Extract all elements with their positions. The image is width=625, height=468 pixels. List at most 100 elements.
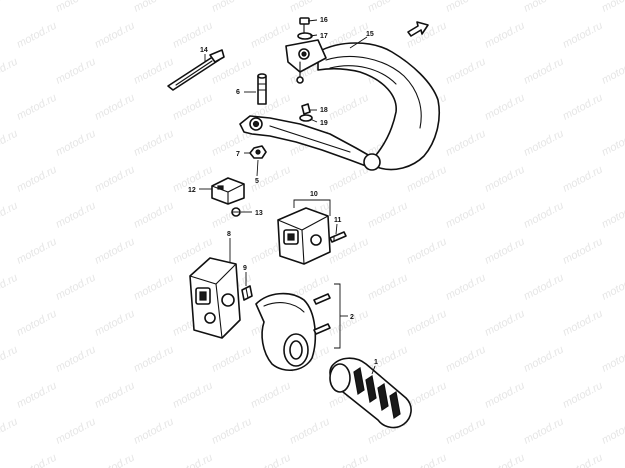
watermark-text: motod.ru <box>288 416 332 447</box>
part-15-hand-guard <box>285 17 440 171</box>
watermark-text: motod.ru <box>444 200 488 231</box>
watermark-text: motod.ru <box>15 236 59 267</box>
watermark-text: motod.ru <box>522 128 566 159</box>
watermark-text: motod.ru <box>327 164 371 195</box>
watermark-text: motod.ru <box>132 344 176 375</box>
callout-1: 1 <box>374 359 378 366</box>
watermark-text: motod.ru <box>54 416 98 447</box>
watermark-text: motod.ru <box>327 92 371 123</box>
watermark-text: motod.ru <box>93 236 137 267</box>
part-7-nut <box>249 145 267 159</box>
watermark-text: motod.ru <box>132 128 176 159</box>
watermark-text: motod.ru <box>0 272 20 303</box>
watermark-text: motod.ru <box>561 380 605 411</box>
watermark-text: motod.ru <box>444 128 488 159</box>
watermark-text: motod.ru <box>522 56 566 87</box>
part-1-grip <box>329 357 412 429</box>
callout-8: 8 <box>227 231 231 238</box>
watermark-text: motod.ru <box>405 452 449 468</box>
watermark-text: motod.ru <box>210 344 254 375</box>
watermark-text: motod.ru <box>522 272 566 303</box>
watermark-text: motod.ru <box>483 164 527 195</box>
watermark-text: motod.ru <box>561 236 605 267</box>
watermark-text: motod.ru <box>210 0 254 15</box>
watermark-text: motod.ru <box>249 380 293 411</box>
part-5-lever <box>239 115 381 171</box>
watermark-text: motod.ru <box>366 200 410 231</box>
part-2-throttle-housing <box>255 292 331 371</box>
watermark-text: motod.ru <box>327 452 371 468</box>
watermark-text: motod.ru <box>522 200 566 231</box>
watermark-text: motod.ru <box>15 164 59 195</box>
watermark-text: motod.ru <box>249 452 293 468</box>
watermark-text: motod.ru <box>54 344 98 375</box>
watermark-text: motod.ru <box>288 0 332 15</box>
callout-labels: 16 17 15 14 6 18 19 7 5 12 10 13 11 8 9 … <box>188 17 378 366</box>
callout-14: 14 <box>200 47 208 54</box>
part-11-screw <box>329 231 347 243</box>
watermark-text: motod.ru <box>444 344 488 375</box>
watermark-text: motod.ru <box>132 272 176 303</box>
watermark-text: motod.ru <box>366 272 410 303</box>
watermark-text: motod.ru <box>522 344 566 375</box>
watermark-text: motod.ru <box>15 92 59 123</box>
watermark-text: motod.ru <box>405 164 449 195</box>
watermark-text: motod.ru <box>405 236 449 267</box>
watermark-text: motod.ru <box>15 20 59 51</box>
watermark-text: motod.ru <box>93 20 137 51</box>
callout-17: 17 <box>320 33 328 40</box>
watermark-text: motod.ru <box>327 308 371 339</box>
callout-18: 18 <box>320 107 328 114</box>
watermark-text: motod.ru <box>600 56 625 87</box>
watermark-text: motod.ru <box>483 452 527 468</box>
callout-13: 13 <box>255 210 263 217</box>
part-8-switch-housing <box>189 257 241 339</box>
watermark-text: motod.ru <box>132 56 176 87</box>
front-arrow-icon <box>407 21 429 37</box>
watermark-text: motod.ru <box>93 380 137 411</box>
callout-15: 15 <box>366 31 374 38</box>
watermark-text: motod.ru <box>561 20 605 51</box>
watermark-text: motod.ru <box>483 380 527 411</box>
watermark-text: motod.ru <box>561 92 605 123</box>
watermark-text: motod.ru <box>600 128 625 159</box>
watermark-text: motod.ru <box>93 92 137 123</box>
watermark-text: motod.ru <box>0 344 20 375</box>
watermark-text: motod.ru <box>210 200 254 231</box>
watermark-text: motod.ru <box>444 56 488 87</box>
part-9-screw <box>241 285 253 301</box>
watermark-text: motod.ru <box>171 452 215 468</box>
watermark-text: motod.ru <box>93 308 137 339</box>
watermark-text: motod.ru <box>600 272 625 303</box>
watermark-text: motod.ru <box>171 20 215 51</box>
watermark-text: motod.ru <box>54 272 98 303</box>
watermark-text: motod.ru <box>210 416 254 447</box>
watermark-text: motod.ru <box>54 0 98 15</box>
watermark-text: motod.ru <box>600 0 625 15</box>
watermark-text: motod.ru <box>444 0 488 15</box>
leader-lines <box>199 19 376 375</box>
watermark-text: motod.ru <box>15 380 59 411</box>
watermark-text: motod.ru <box>0 128 20 159</box>
callout-11: 11 <box>334 217 342 224</box>
watermark-text: motod.ru <box>561 308 605 339</box>
watermark-text: motod.ru <box>93 452 137 468</box>
watermark-text: motod.ru <box>600 344 625 375</box>
watermark-text: motod.ru <box>483 20 527 51</box>
watermark-text: motod.ru <box>483 236 527 267</box>
callout-7: 7 <box>236 151 240 158</box>
callout-5: 5 <box>255 178 259 185</box>
watermark-text: motod.ru <box>171 92 215 123</box>
watermark-text: motod.ru <box>132 416 176 447</box>
watermark-text: motod.ru <box>0 416 20 447</box>
watermark-text: motod.ru <box>54 200 98 231</box>
watermark-text: motod.ru <box>600 200 625 231</box>
watermark-text: motod.ru <box>54 128 98 159</box>
callout-2: 2 <box>350 314 354 321</box>
watermark-text: motod.ru <box>444 272 488 303</box>
watermark-text: motod.ru <box>600 416 625 447</box>
watermark-text: motod.ru <box>561 452 605 468</box>
part-12-switch <box>211 177 245 205</box>
watermark-text: motod.ru <box>93 164 137 195</box>
callout-9: 9 <box>243 265 247 272</box>
